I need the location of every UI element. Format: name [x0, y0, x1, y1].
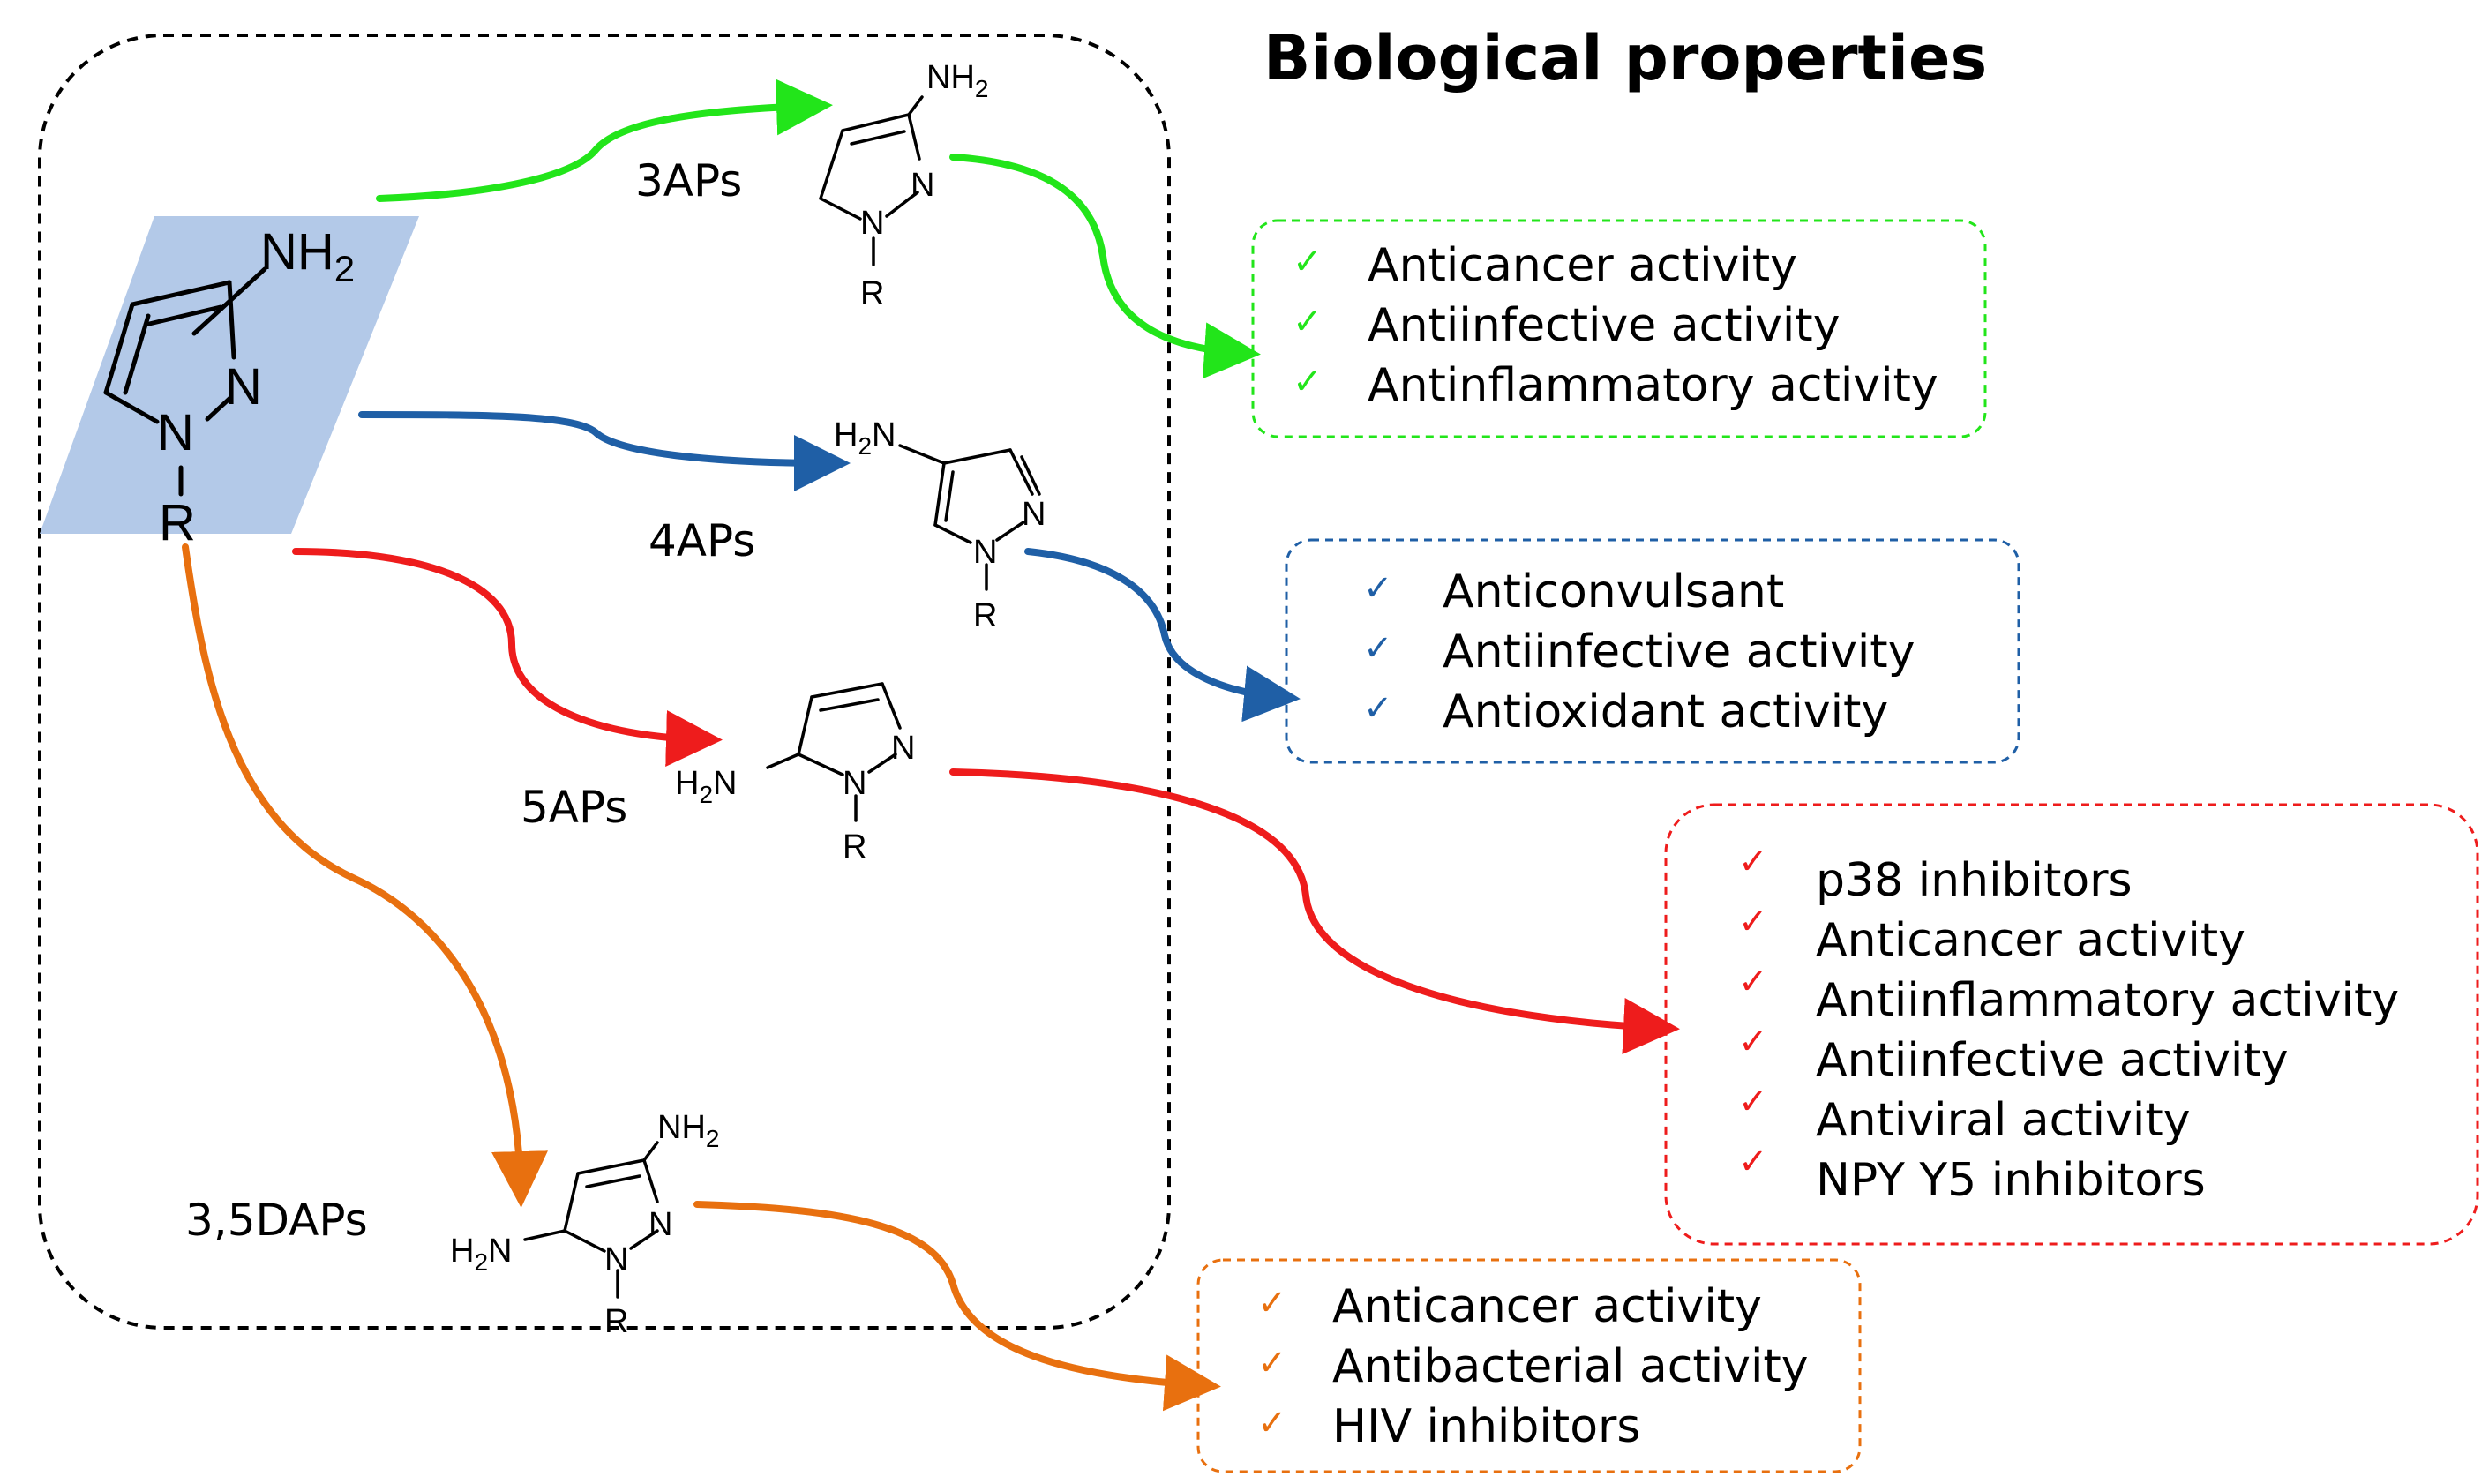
red-activity-list: ✓ p38 inhibitors ✓ Anticancer activity ✓… [1738, 842, 2399, 1207]
check-icon: ✓ [1257, 1343, 1287, 1383]
5aps-n2-label: N [891, 730, 915, 767]
green-item-1: Anticancer activity [1368, 239, 1797, 292]
check-icon: ✓ [1293, 362, 1323, 402]
3aps-n2-label: N [911, 167, 934, 204]
3aps-n1-label: N [860, 205, 884, 242]
orange-activity-box [1196, 1258, 1862, 1473]
orange-item-1: Anticancer activity [1332, 1280, 1762, 1333]
check-icon: ✓ [1363, 628, 1393, 669]
blue-item-3: Antioxidant activity [1443, 686, 1888, 738]
red-item-6: NPY Y5 inhibitors [1816, 1154, 2206, 1207]
class-label-5aps: 5APs [521, 782, 627, 833]
5aps-n1-label: N [843, 765, 866, 802]
3aps-r-label: R [860, 275, 884, 312]
4aps-r-label: R [973, 597, 997, 634]
4aps-n1-label: N [973, 534, 997, 571]
35daps-nh2-label: NH2 [657, 1109, 719, 1152]
core-nh2-label: NH2 [260, 223, 355, 289]
core-n1-label: N [157, 404, 194, 461]
blue-activity-box [1285, 538, 2020, 764]
class-label-3aps: 3APs [635, 155, 742, 206]
orange-activity-list: ✓ Anticancer activity ✓ Antibacterial ac… [1257, 1280, 1809, 1453]
arrow-5aps-to-red-box [949, 768, 1680, 1054]
core-highlight [40, 216, 419, 534]
core-n2-label: N [225, 358, 262, 416]
red-item-1: p38 inhibitors [1816, 854, 2133, 907]
blue-item-1: Anticonvulsant [1443, 566, 1784, 618]
red-item-3: Antiinflammatory activity [1816, 974, 2399, 1027]
35daps-n1-label: N [604, 1241, 628, 1278]
35daps-n2-label: N [648, 1206, 672, 1243]
green-activity-box [1251, 219, 1987, 438]
check-icon: ✓ [1738, 962, 1768, 1002]
red-item-4: Antiinfective activity [1816, 1034, 2288, 1087]
check-icon: ✓ [1257, 1283, 1287, 1323]
class-label-35daps: 3,5DAPs [185, 1195, 368, 1246]
red-activity-box [1664, 803, 2479, 1246]
arrow-4aps-to-blue-box [1024, 548, 1301, 723]
5aps-r-label: R [843, 828, 866, 866]
class-label-4aps: 4APs [648, 515, 755, 566]
green-activity-list: ✓ Anticancer activity ✓ Antiinfective ac… [1293, 239, 1938, 412]
orange-item-2: Antibacterial activity [1332, 1340, 1809, 1393]
check-icon: ✓ [1738, 1142, 1768, 1182]
4aps-n2-label: N [1022, 496, 1046, 533]
structure-4aps: H2N N N R [834, 416, 1046, 634]
orange-item-3: HIV inhibitors [1332, 1400, 1640, 1453]
35daps-h2n-label: H2N [450, 1233, 512, 1276]
green-item-3: Antinflammatory activity [1368, 359, 1938, 412]
arrow-core-to-5aps [292, 548, 723, 767]
core-r-label: R [159, 494, 196, 551]
check-icon: ✓ [1738, 1022, 1768, 1062]
arrow-35daps-to-orange-box [693, 1201, 1221, 1412]
blue-activity-list: ✓ Anticonvulsant ✓ Antiinfective activit… [1363, 566, 1915, 738]
green-item-2: Antiinfective activity [1368, 299, 1840, 352]
red-item-2: Anticancer activity [1816, 914, 2245, 967]
arrow-3aps-to-green-box [949, 154, 1261, 379]
check-icon: ✓ [1293, 242, 1323, 282]
4aps-h2n-label: H2N [834, 416, 896, 460]
red-item-5: Antiviral activity [1816, 1094, 2190, 1147]
check-icon: ✓ [1738, 1082, 1768, 1122]
check-icon: ✓ [1363, 568, 1393, 609]
arrow-core-to-3aps [376, 79, 833, 202]
diagram-title: Biological properties [1263, 22, 1987, 94]
check-icon: ✓ [1257, 1403, 1287, 1443]
arrow-core-to-4aps [358, 411, 851, 491]
check-icon: ✓ [1293, 302, 1323, 342]
structure-3aps: NH2 N N R [819, 59, 988, 312]
structure-35daps: NH2 N N H2N R [450, 1109, 719, 1340]
check-icon: ✓ [1363, 688, 1393, 729]
check-icon: ✓ [1738, 842, 1768, 882]
core-ring-bonds [103, 266, 267, 497]
35daps-r-label: R [604, 1303, 628, 1340]
arrow-core-to-35daps [182, 543, 548, 1208]
check-icon: ✓ [1738, 902, 1768, 942]
blue-item-2: Antiinfective activity [1443, 626, 1915, 678]
aminopyrazole-group-frame [38, 34, 1171, 1330]
5aps-h2n-label: H2N [675, 765, 737, 808]
structure-5aps: H2N N N R [675, 682, 915, 866]
core-aminopyrazole: NH2 N N R [40, 216, 419, 551]
3aps-nh2-label: NH2 [926, 59, 988, 102]
